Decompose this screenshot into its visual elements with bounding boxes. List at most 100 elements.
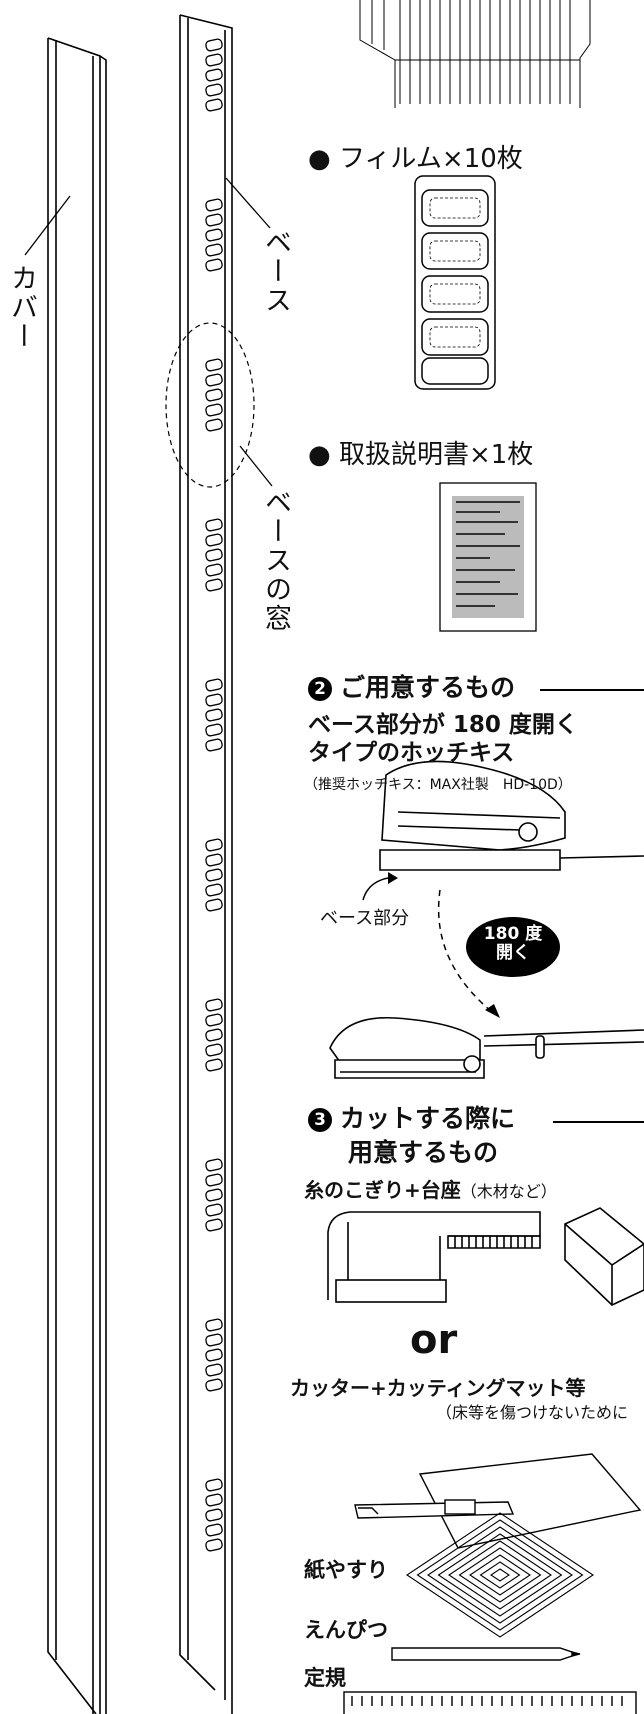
base-slot (205, 68, 223, 82)
base-slot (205, 1333, 223, 1347)
cover-rail-drawing (47, 37, 107, 1714)
pencil-label: えんぴつ (304, 1618, 388, 1642)
base-slot (205, 243, 223, 257)
manual-item: ● 取扱説明書×1枚 (308, 440, 534, 470)
wood-block-drawing (564, 1207, 644, 1306)
base-slot (205, 883, 223, 897)
sandpaper-ring (427, 1526, 573, 1624)
base-slot (205, 838, 223, 852)
or-label: or (410, 1317, 458, 1363)
section3-title-line1: カットする際に (340, 1104, 516, 1133)
base-slot (205, 533, 223, 547)
base-slot (205, 1523, 223, 1537)
section2-heading-line2: タイプのホッチキス (308, 740, 515, 766)
base-slot (205, 83, 223, 97)
base-slot (205, 1218, 223, 1232)
base-slot (205, 1203, 223, 1217)
base-rail-drawing (179, 14, 233, 1714)
cover-leader-line (24, 195, 71, 256)
base-window-slots (205, 38, 223, 1552)
sandpaper-ring (406, 1512, 594, 1638)
base-slot (205, 1028, 223, 1042)
saw-label: 糸のこぎり+台座 (304, 1178, 461, 1202)
base-slot (205, 228, 223, 242)
sandpaper-ring (458, 1547, 542, 1603)
base-label: ベース (260, 228, 291, 315)
sandpaper-ring (479, 1561, 521, 1589)
base-slot (205, 358, 223, 372)
section2-title-text: ご用意するもの (340, 673, 516, 702)
base-slot (205, 198, 223, 212)
base-slot (205, 388, 223, 402)
base-slot (205, 1013, 223, 1027)
badge-line2: 開く (496, 942, 530, 963)
base-slot (205, 373, 223, 387)
base-slot (205, 418, 223, 432)
base-slot (205, 1508, 223, 1522)
base-slot (205, 853, 223, 867)
base-slot (205, 693, 223, 707)
base-slot (205, 98, 223, 112)
manual-item-text: 取扱説明書×1枚 (338, 440, 534, 470)
sandpaper-drawing (406, 1512, 594, 1638)
window-leader-line (239, 445, 273, 487)
base-slot (205, 518, 223, 532)
base-slot (205, 1348, 223, 1362)
section3-number: 3 (308, 1108, 332, 1132)
saw-item: 糸のこぎり+台座（木材など） (304, 1180, 557, 1200)
section2-number: 2 (308, 677, 332, 701)
ruler-label: 定規 (304, 1666, 346, 1690)
saw-note: （木材など） (460, 1182, 557, 1201)
section2-title: 2 ご用意するもの (308, 675, 515, 701)
base-slot (205, 678, 223, 692)
section2-heading-line1: ベース部分が 180 度開く (308, 712, 578, 738)
manual-sheet-drawing (439, 482, 537, 632)
base-slot (205, 868, 223, 882)
open-180-badge: 180 度 開く (466, 917, 560, 977)
staples-drawing (359, 0, 591, 108)
section3-title: 3 カットする際に (308, 1106, 515, 1132)
base-slot (205, 213, 223, 227)
base-slot (205, 578, 223, 592)
base-slot (205, 258, 223, 272)
base-slot (205, 738, 223, 752)
base-slot (205, 708, 223, 722)
base-slot (205, 723, 223, 737)
base-slot (205, 548, 223, 562)
film-item-text: フィルム×10枚 (338, 144, 523, 174)
badge-line1: 180 度 (483, 924, 543, 944)
window-highlight-ellipse (165, 322, 255, 488)
base-slot (205, 53, 223, 67)
sandpaper-label: 紙やすり (304, 1558, 388, 1582)
sandpaper-ring (437, 1533, 563, 1617)
base-slot (205, 1493, 223, 1507)
base-leader-line (225, 177, 271, 229)
base-slot (205, 1363, 223, 1377)
pencil-drawing (391, 1647, 581, 1661)
base-slot (205, 898, 223, 912)
base-slot (205, 1478, 223, 1492)
base-slot (205, 403, 223, 417)
section3-title-line2: 用意するもの (348, 1138, 499, 1167)
cutter-note: （床等を傷つけないために (436, 1403, 629, 1422)
stapler-closed-drawing (379, 760, 644, 871)
open-swing-arrow (437, 889, 493, 1013)
base-part-pointer (362, 877, 389, 901)
base-slot (205, 38, 223, 52)
base-slot (205, 1318, 223, 1332)
sandpaper-ring (416, 1519, 584, 1631)
cover-label: カバー (6, 264, 37, 351)
base-part-label: ベース部分 (320, 908, 410, 929)
base-slot (205, 1173, 223, 1187)
base-slot (205, 563, 223, 577)
film-sheet-drawing (414, 175, 496, 390)
base-slot (205, 1058, 223, 1072)
cutter-label: カッター+カッティングマット等 (290, 1376, 586, 1400)
recommended-stapler-note: （推奨ホッチキス：MAX社製 HD-10D） (304, 777, 572, 793)
film-item: ● フィルム×10枚 (308, 144, 523, 174)
stapler-open-drawing (329, 1016, 644, 1079)
base-slot (205, 1043, 223, 1057)
base-slot (205, 1158, 223, 1172)
base-slot (205, 998, 223, 1012)
